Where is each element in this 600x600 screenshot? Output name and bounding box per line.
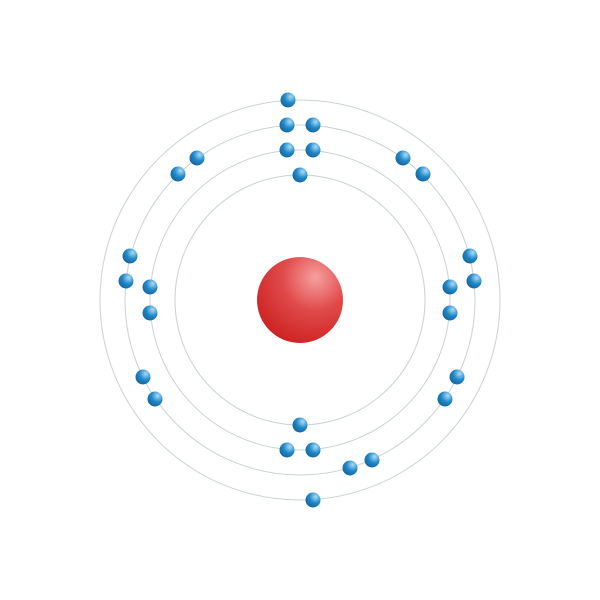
electron-shell-3 <box>342 460 358 476</box>
electron-shell-3 <box>415 166 431 182</box>
electron-shell-2 <box>305 442 321 458</box>
nucleus <box>257 257 343 343</box>
electron-shell-1 <box>292 167 308 183</box>
electron-shell-4 <box>462 248 478 264</box>
electron-shell-4 <box>305 492 321 508</box>
electron-shell-3 <box>449 369 465 385</box>
electron-shell-3 <box>437 391 453 407</box>
electron-shell-4 <box>118 273 134 289</box>
orbit-ring-3 <box>124 124 476 476</box>
electron-shell-3 <box>147 391 163 407</box>
electron-shell-3 <box>364 452 380 468</box>
electron-shell-3 <box>189 150 205 166</box>
electron-shell-4 <box>466 273 482 289</box>
electron-shell-2 <box>442 305 458 321</box>
orbit-ring-4 <box>99 99 501 501</box>
electron-shell-3 <box>279 117 295 133</box>
electron-shell-2 <box>142 279 158 295</box>
electron-shell-4 <box>280 92 296 108</box>
electron-shell-2 <box>279 442 295 458</box>
electron-group <box>118 92 482 508</box>
electron-shell-3 <box>395 150 411 166</box>
electron-shell-2 <box>305 142 321 158</box>
electron-shell-2 <box>142 305 158 321</box>
orbit-ring-2 <box>149 149 451 451</box>
electron-shell-3 <box>170 166 186 182</box>
electron-shell-3 <box>135 369 151 385</box>
electron-shell-4 <box>122 248 138 264</box>
electron-shell-3 <box>305 117 321 133</box>
electron-shell-2 <box>279 142 295 158</box>
electron-shell-1 <box>292 417 308 433</box>
electron-shell-2 <box>442 279 458 295</box>
